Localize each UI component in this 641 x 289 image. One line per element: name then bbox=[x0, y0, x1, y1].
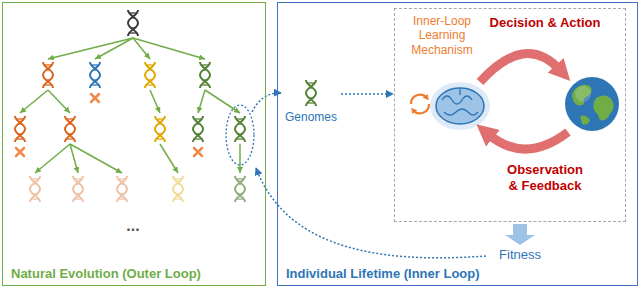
dna-icon bbox=[128, 10, 138, 36]
dna-icon bbox=[173, 176, 183, 202]
dna-icon bbox=[65, 116, 75, 142]
brain-icon bbox=[430, 82, 490, 130]
action-arrow bbox=[480, 54, 560, 82]
dna-icon bbox=[155, 116, 165, 142]
genome-label-slot: Genomes bbox=[285, 110, 337, 124]
panel-heading: Individual Lifetime (Inner Loop) bbox=[286, 266, 480, 282]
earth-land bbox=[593, 95, 613, 120]
brain-shape bbox=[436, 88, 484, 124]
panel-heading: Natural Evolution (Outer Loop) bbox=[11, 266, 201, 282]
tree-arrows bbox=[20, 38, 240, 173]
tree-arrow bbox=[205, 90, 240, 113]
dna-icon bbox=[193, 116, 203, 142]
genome-connector bbox=[341, 93, 393, 95]
earth-land bbox=[580, 116, 590, 125]
dna-icon bbox=[235, 176, 245, 202]
tree-arrow bbox=[70, 144, 122, 173]
action-label-slot: Decision & Action bbox=[490, 15, 601, 31]
genome-node: Genomes bbox=[283, 76, 340, 128]
outer-loop-panel: Natural Evolution (Outer Loop) bbox=[2, 2, 266, 286]
selection-ellipse bbox=[226, 105, 254, 165]
tree-arrow bbox=[35, 144, 70, 173]
cross-mark bbox=[194, 148, 202, 156]
faded-generation bbox=[30, 176, 183, 202]
tree-arrow bbox=[48, 38, 133, 59]
feedback-label-slot: Observation & Feedback bbox=[503, 162, 587, 193]
continuation-mark-slot: ... bbox=[126, 216, 139, 235]
cross-mark bbox=[16, 148, 24, 156]
dna-icon bbox=[73, 176, 83, 202]
dna-icon bbox=[117, 176, 127, 202]
panel-heading-slot: Natural Evolution (Outer Loop) bbox=[11, 266, 201, 282]
earth-land bbox=[572, 85, 592, 106]
dna-icon bbox=[145, 62, 155, 88]
panel-heading-slot: Individual Lifetime (Inner Loop) bbox=[286, 266, 480, 282]
cross-mark bbox=[91, 94, 99, 102]
cycle-icon bbox=[411, 95, 427, 104]
dna-icon bbox=[90, 62, 100, 88]
feedback-arrow bbox=[488, 132, 568, 149]
tree-arrow bbox=[48, 90, 70, 113]
tree-arrow bbox=[95, 38, 133, 59]
tree-arrow bbox=[239, 144, 241, 173]
earth-ocean bbox=[565, 77, 619, 131]
elimination-marks bbox=[16, 94, 202, 156]
fitness-arrow bbox=[505, 224, 535, 245]
tree-arrow bbox=[150, 90, 160, 113]
dna-icon bbox=[235, 116, 245, 142]
earth-icon bbox=[565, 77, 619, 131]
dna-icon bbox=[15, 116, 25, 142]
tree-arrow bbox=[20, 90, 48, 113]
tree-arrow bbox=[198, 90, 205, 113]
mechanism-label: Inner-Loop Learning Mechanism bbox=[403, 14, 481, 57]
brain-glow bbox=[430, 82, 490, 130]
inner-loop-panel: Individual Lifetime (Inner Loop) Genomes I… bbox=[277, 2, 638, 286]
feedback-label: Observation & Feedback bbox=[503, 162, 587, 193]
dna-icon bbox=[306, 80, 316, 106]
tree-arrow bbox=[160, 144, 178, 173]
action-label: Decision & Action bbox=[490, 15, 601, 31]
brain-folds bbox=[442, 89, 478, 115]
dna-icon bbox=[200, 62, 210, 88]
dna-icon bbox=[30, 176, 40, 202]
tree-arrow bbox=[133, 38, 205, 59]
fitness-label-slot: Fitness bbox=[499, 247, 541, 263]
genome-label: Genomes bbox=[285, 110, 337, 124]
fitness-label: Fitness bbox=[499, 247, 541, 263]
earth-highlight bbox=[575, 86, 591, 102]
mechanism-label-slot: Inner-Loop Learning Mechanism bbox=[403, 14, 481, 57]
cycle-icon bbox=[413, 104, 429, 113]
inner-loop-box: Inner-Loop Learning Mechanism Decision & … bbox=[394, 8, 626, 222]
dna-icon bbox=[43, 62, 53, 88]
continuation-mark: ... bbox=[126, 216, 139, 235]
fitness-return-arrow bbox=[256, 168, 486, 258]
